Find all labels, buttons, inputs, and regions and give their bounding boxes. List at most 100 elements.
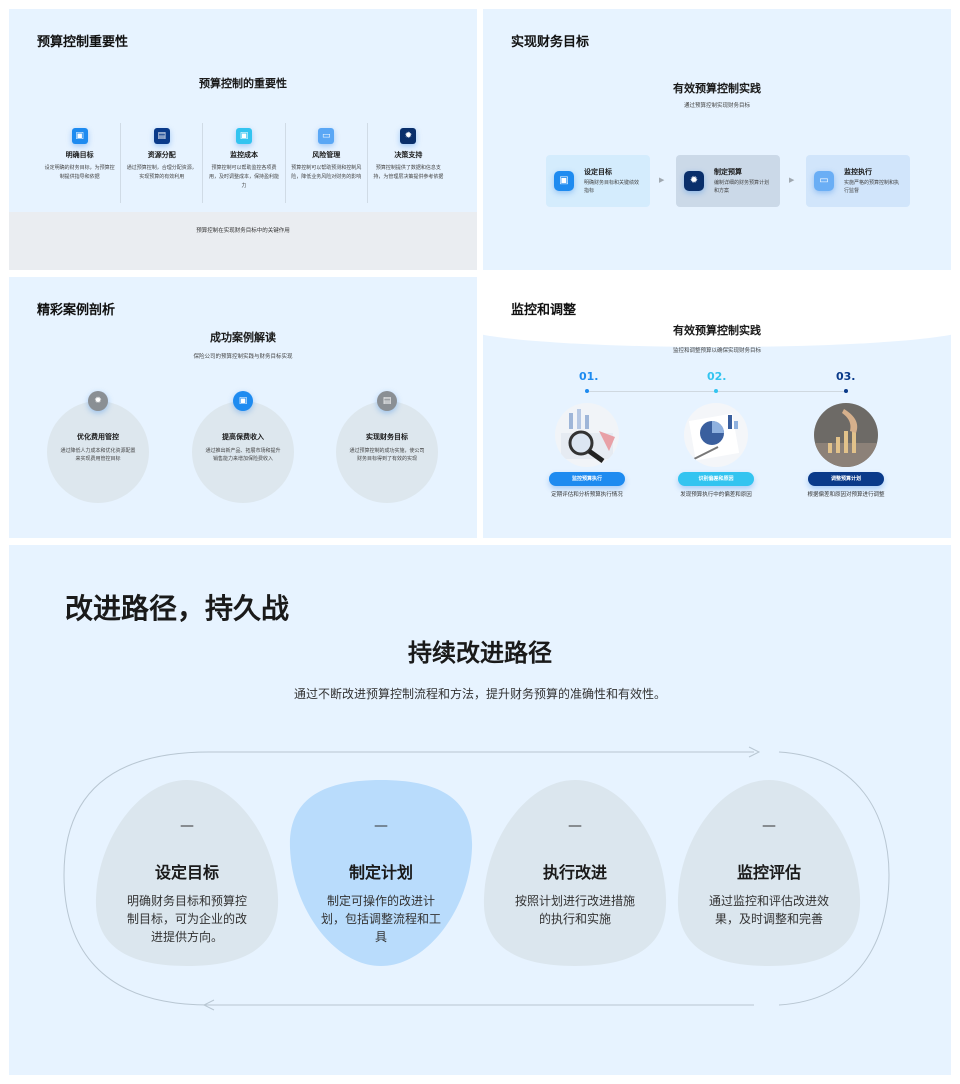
slide-subtitle: 有效预算控制实践 [673, 324, 761, 337]
card-title: 设定目标 [584, 168, 612, 176]
step-desc: 发现预算执行中的偏差和原因 [680, 492, 752, 498]
slide-subtitle: 有效预算控制实践 [673, 82, 761, 95]
step-title: 监控评估 [736, 863, 801, 882]
importance-item: ▣ 明确目标 设定明确的财务目标，为预算控制提供指导和依据 [39, 123, 120, 203]
step-pill: 调整预算计划 [808, 472, 884, 486]
slide-subtitle-2: 通过预算控制实现财务目标 [683, 103, 750, 109]
step-text: 通过监控和评估改进效果，及时调整和完善 [708, 894, 829, 926]
slide-title: 实现财务目标 [511, 35, 590, 50]
case-text: 通过降低人力成本和优化资源配置来实现费用管控目标 [60, 448, 136, 462]
step-desc: 根据偏差和原因对预算进行调整 [807, 492, 885, 498]
slide-monitor-adjust: 监控和调整 有效预算控制实践 监控和调整预算以确保实现财务目标 01. 监控预算… [483, 277, 951, 538]
pie-chart-image [684, 403, 748, 467]
image-icon: ▣ [71, 128, 88, 144]
slide-title: 预算控制重要性 [37, 35, 129, 50]
arrow-right-icon: ▶ [789, 176, 795, 184]
item-text: 预算控制提供了数据和信息支持，为管理层决策提供参考依据 [373, 165, 444, 180]
folder-icon: ▤ [377, 391, 397, 411]
item-text: 预算控制可以帮助监控各项费用，及时调整成本，保持盈利能力 [209, 165, 280, 189]
step-text: 明确财务目标和预算控制目标，可为企业的改进提供方向。 [126, 894, 247, 944]
slide-title: 监控和调整 [511, 303, 577, 318]
case-title: 实现财务目标 [366, 433, 408, 441]
chat-icon: ▭ [318, 128, 335, 144]
card-text: 明确财务目标和关键绩效指标 [584, 180, 640, 194]
arrow-right-icon: ▶ [659, 176, 665, 184]
magnifier-chart-image [555, 403, 619, 467]
loop-path [63, 746, 890, 1011]
step-blob-highlight: — 制定计划 制定可操作的改进计划，包括调整流程和工具 [288, 778, 474, 968]
slide-title: 精彩案例剖析 [37, 303, 116, 318]
case-title: 提高保费收入 [222, 433, 264, 441]
case-title: 优化费用管控 [77, 433, 119, 441]
item-title: 决策支持 [394, 151, 423, 159]
slide-subtitle-2: 保险公司的预算控制实践与财务目标实现 [193, 354, 293, 360]
step-number: 03. [836, 370, 856, 383]
card-title: 制定预算 [714, 168, 742, 176]
slide-financial-goals: 实现财务目标 有效预算控制实践 通过预算控制实现财务目标 ▣ 设定目标 明确财务… [483, 9, 951, 270]
step-pill: 识别偏差和原因 [678, 472, 754, 486]
header-band [483, 277, 951, 347]
slide-case-study: 精彩案例剖析 成功案例解读 保险公司的预算控制实践与财务目标实现 ✹ 优化费用管… [9, 277, 477, 538]
slide-budget-importance: 预算控制重要性 预算控制的重要性 ▣ 明确目标 设定明确的财务目标，为预算控制提… [9, 9, 477, 270]
item-title: 风险管理 [312, 151, 341, 159]
practice-card: ▣ 设定目标 明确财务目标和关键绩效指标 [546, 155, 650, 207]
item-title: 监控成本 [230, 151, 258, 159]
timeline-dot [844, 389, 848, 393]
step-title: 设定目标 [154, 863, 219, 882]
slide-footer: 预算控制在实现财务目标中的关键作用 [9, 212, 477, 270]
gear-icon: ✹ [88, 391, 108, 411]
chat-icon: ▭ [814, 171, 834, 191]
step-blob: — 设定目标 明确财务目标和预算控制目标，可为企业的改进提供方向。 [94, 778, 280, 968]
practice-card: ✹ 制定预算 编制详细的财务预算计划和方案 [676, 155, 780, 207]
slide-improvement-path: 改进路径，持久战 持续改进路径 通过不断改进预算控制流程和方法，提升财务预算的准… [9, 545, 951, 1075]
case-circle: ▤ 实现财务目标 通过预算控制的成功实施，使公司财务目标得到了有效的实现 [336, 391, 438, 503]
item-title: 资源分配 [147, 151, 176, 159]
slide-subtitle: 成功案例解读 [210, 331, 276, 344]
card-text: 实施严格的预算控制和执行监督 [844, 180, 900, 194]
item-title: 明确目标 [65, 151, 94, 159]
folder-icon: ▤ [153, 128, 170, 144]
step-dash: — [568, 818, 582, 834]
case-text: 通过预算控制的成功实施，使公司财务目标得到了有效的实现 [349, 448, 425, 462]
hand-growth-image [814, 403, 878, 467]
item-text: 预算控制可以帮助预测和控制风险，降低业务风险对财务的影响 [291, 165, 362, 180]
slide-subtitle-2: 通过不断改进预算控制流程和方法，提升财务预算的准确性和有效性。 [293, 687, 666, 701]
importance-row: ▣ 明确目标 设定明确的财务目标，为预算控制提供指导和依据 ▤ 资源分配 通过预… [39, 123, 449, 203]
step-dash: — [762, 818, 776, 834]
importance-item: ✹ 决策支持 预算控制提供了数据和信息支持，为管理层决策提供参考依据 [366, 123, 449, 203]
step-dash: — [374, 818, 388, 834]
step-blob: — 执行改进 按照计划进行改进措施的执行和实施 [482, 778, 668, 968]
step-number: 01. [579, 370, 599, 383]
image-icon: ▣ [554, 171, 574, 191]
gear-icon: ✹ [400, 128, 417, 144]
importance-item: ▣ 监控成本 预算控制可以帮助监控各项费用，及时调整成本，保持盈利能力 [202, 123, 284, 203]
step-text: 制定可操作的改进计划，包括调整流程和工具 [320, 894, 441, 944]
step-dash: — [180, 818, 194, 834]
image-icon: ▣ [233, 391, 253, 411]
slide-subtitle-2: 监控和调整预算以确保实现财务目标 [672, 348, 761, 354]
step-pill: 监控预算执行 [549, 472, 625, 486]
card-title: 监控执行 [844, 168, 872, 176]
slide-subtitle: 持续改进路径 [408, 639, 552, 667]
step-number: 02. [707, 370, 727, 383]
image-icon: ▣ [236, 128, 252, 144]
importance-item: ▭ 风险管理 预算控制可以帮助预测和控制风险，降低业务风险对财务的影响 [284, 123, 367, 203]
case-circle: ✹ 优化费用管控 通过降低人力成本和优化资源配置来实现费用管控目标 [47, 391, 149, 503]
practice-card: ▭ 监控执行 实施严格的预算控制和执行监督 [806, 155, 910, 207]
step-title: 执行改进 [542, 863, 607, 882]
gear-icon: ✹ [684, 171, 704, 191]
importance-item: ▤ 资源分配 通过预算控制，合理分配资源，实现预算的有效利用 [120, 123, 202, 203]
card-text: 编制详细的财务预算计划和方案 [714, 180, 770, 194]
slide-subtitle: 预算控制的重要性 [199, 77, 287, 90]
timeline-dot [585, 389, 589, 393]
case-text: 通过推出新产品、拓展市场和提升销售能力来增加保险费收入 [205, 448, 281, 462]
step-text: 按照计划进行改进措施的执行和实施 [514, 894, 635, 926]
item-text: 通过预算控制，合理分配资源，实现预算的有效利用 [126, 165, 197, 180]
step-blob: — 监控评估 通过监控和评估改进效果，及时调整和完善 [676, 778, 862, 968]
footer-text: 预算控制在实现财务目标中的关键作用 [196, 228, 290, 234]
case-circle: ▣ 提高保费收入 通过推出新产品、拓展市场和提升销售能力来增加保险费收入 [192, 391, 294, 503]
item-text: 设定明确的财务目标，为预算控制提供指导和依据 [44, 165, 115, 180]
step-desc: 定期评估和分析预算执行情况 [551, 492, 623, 498]
slide-title: 改进路径，持久战 [65, 592, 290, 625]
step-title: 制定计划 [348, 863, 413, 882]
